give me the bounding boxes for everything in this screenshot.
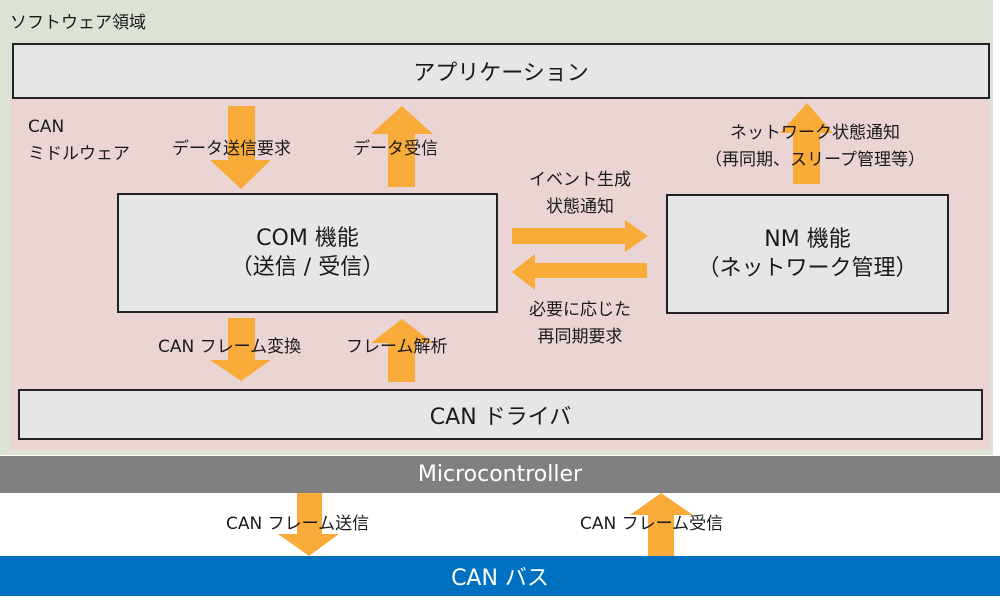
middleware-label-line2: ミドルウェア: [28, 144, 130, 164]
label-resync: 必要に応じた 再同期要求: [515, 297, 645, 351]
can-bus-bar: CAN バス: [0, 556, 1000, 596]
application-label: アプリケーション: [413, 61, 589, 86]
label-data-send-request: データ送信要求: [172, 139, 291, 159]
arrow-down-frame-convert-icon: [210, 318, 271, 381]
middleware-label-line1: CAN: [28, 117, 65, 137]
application-box: アプリケーション: [12, 43, 990, 99]
middleware-label: CAN ミドルウェア: [28, 114, 130, 168]
arrow-up-data-receive-icon: [371, 106, 433, 187]
microcontroller-label: Microcontroller: [417, 462, 583, 487]
label-frame-convert: CAN フレーム変換: [158, 337, 302, 357]
label-nm-status-line1: ネットワーク状態通知: [730, 123, 900, 143]
nm-subtitle: （ネットワーク管理）: [697, 256, 918, 281]
label-event: イベント生成 状態通知: [515, 167, 645, 221]
arrow-right-event-icon: [512, 220, 648, 252]
label-frame-receive: CAN フレーム受信: [580, 514, 724, 534]
com-function-box: COM 機能 （送信 / 受信）: [117, 193, 498, 313]
can-driver-label: CAN ドライバ: [429, 404, 572, 430]
microcontroller-bar: Microcontroller: [0, 456, 1000, 493]
label-nm-status-line2: （再同期、スリープ管理等）: [705, 150, 925, 170]
arrow-up-frame-receive-icon: [630, 493, 693, 556]
software-area-label: ソフトウェア領域: [10, 13, 146, 33]
nm-function-box: NM 機能 （ネットワーク管理）: [666, 194, 949, 314]
can-bus-label: CAN バス: [451, 566, 549, 591]
can-driver-box: CAN ドライバ: [18, 389, 983, 440]
arrow-down-frame-send-icon: [278, 493, 339, 556]
label-resync-line2: 再同期要求: [537, 327, 623, 347]
nm-title: NM 機能: [764, 227, 851, 252]
arrow-left-resync-icon: [512, 254, 647, 290]
label-frame-parse: フレーム解析: [346, 337, 448, 357]
label-event-line2: 状態通知: [546, 197, 614, 217]
arrow-up-frame-parse-icon: [371, 319, 433, 382]
arrow-down-data-send-icon: [210, 106, 271, 189]
label-data-receive: データ受信: [353, 139, 438, 159]
arrow-up-nm-status-icon: [780, 103, 833, 184]
com-title: COM 機能: [256, 226, 359, 251]
label-frame-send: CAN フレーム送信: [226, 514, 370, 534]
label-event-line1: イベント生成: [529, 170, 631, 190]
label-nm-status: ネットワーク状態通知 （再同期、スリープ管理等）: [690, 120, 940, 174]
com-subtitle: （送信 / 受信）: [230, 255, 385, 280]
label-resync-line1: 必要に応じた: [529, 300, 631, 320]
